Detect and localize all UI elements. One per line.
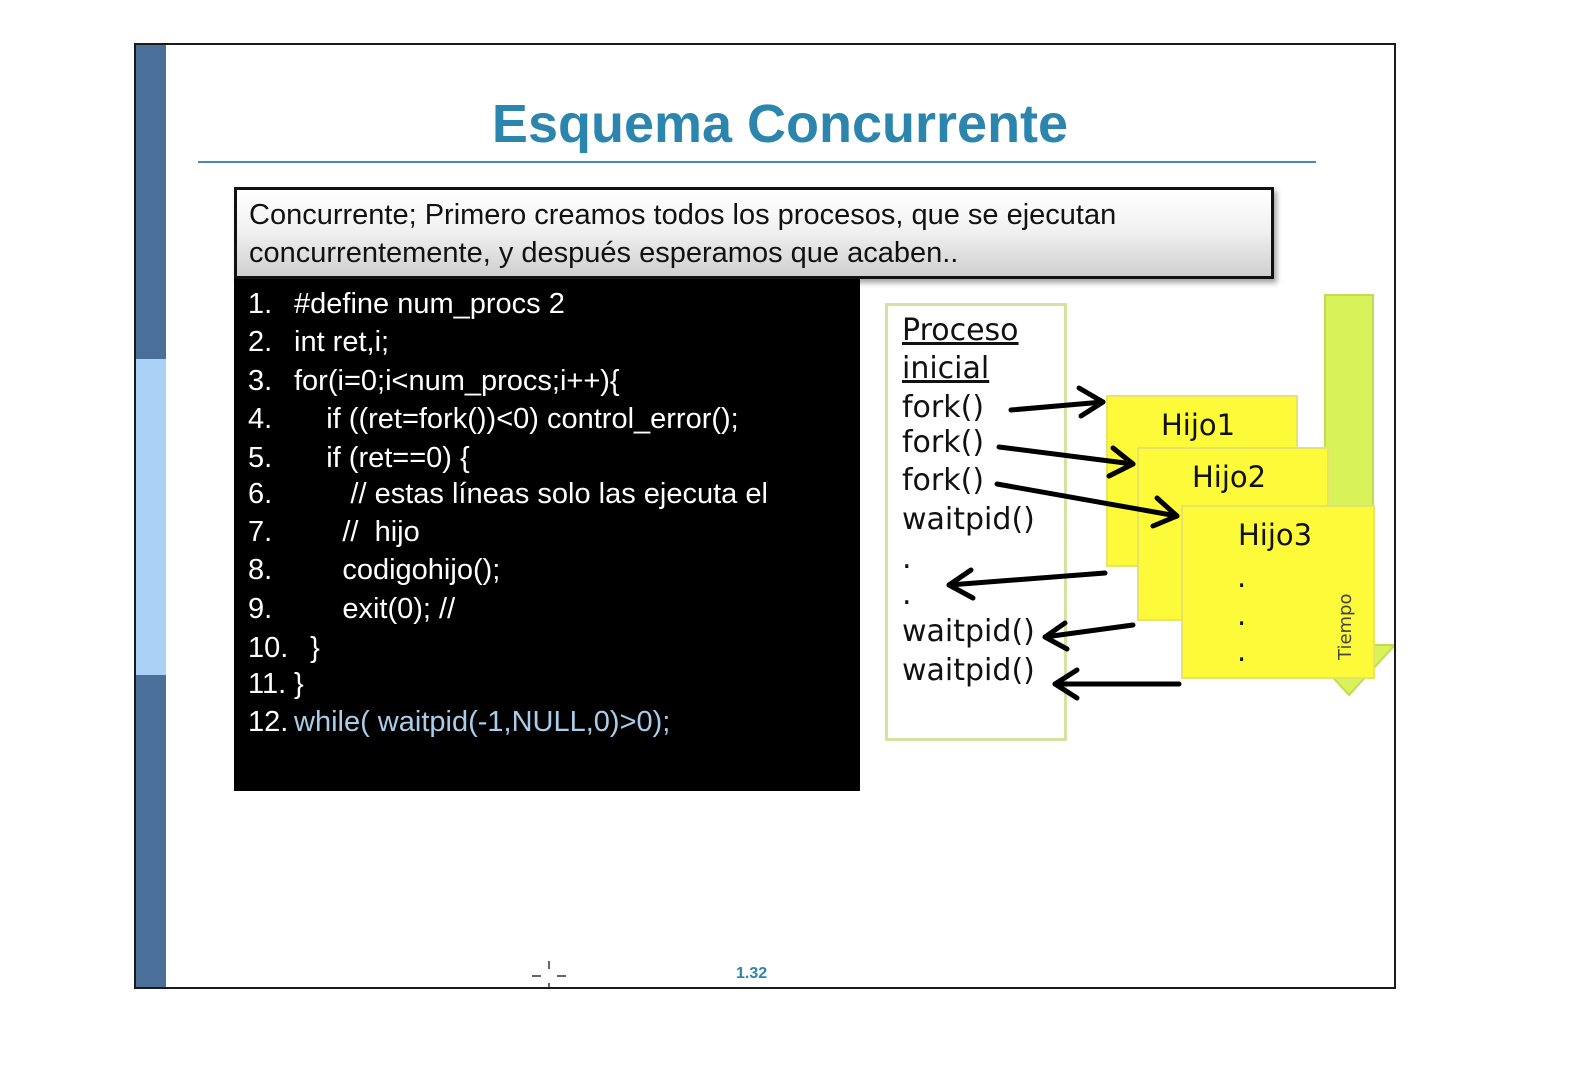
code-line-3: 3. for(i=0;i<num_procs;i++){ (248, 362, 620, 400)
step-waitpid-1: waitpid() (902, 502, 1035, 537)
child-3-dot-2: . (1237, 598, 1247, 632)
intro-line-1: Concurrente; Primero creamos todos los p… (249, 199, 1117, 231)
line-number: 6. (248, 478, 273, 510)
code-text: int ret,i; (294, 326, 390, 358)
title-divider (198, 161, 1316, 163)
child-label-3: Hijo3 (1238, 518, 1313, 552)
page-number: 1.32 (736, 965, 768, 982)
code-text: } (294, 668, 304, 700)
code-line-12: 12.while( waitpid(-1,NULL,0)>0); (248, 703, 670, 741)
code-block: 1. #define num_procs 2 2. int ret,i; 3. for… (234, 279, 860, 791)
step-waitpid-3: waitpid() (902, 653, 1035, 688)
line-number: 8. (248, 554, 273, 586)
child-box-3 (1181, 505, 1375, 679)
slide: Esquema Concurrente Concurrente; Primero… (134, 43, 1396, 989)
line-number: 9. (248, 593, 273, 625)
step-fork-1: fork() (902, 390, 985, 425)
intro-line-2: concurrentemente, y después esperamos qu… (249, 237, 959, 269)
code-line-6: 6. // estas líneas solo las ejecuta el (248, 475, 768, 513)
line-number: 2. (248, 326, 273, 358)
code-line-9: 9. exit(0); // (248, 590, 455, 628)
step-waitpid-2: waitpid() (902, 614, 1035, 649)
step-fork-2: fork() (902, 425, 985, 460)
child-3-dot-3: . (1237, 634, 1247, 668)
line-number: 3. (248, 365, 273, 397)
step-dot-2: . (902, 577, 912, 612)
line-number: 10. (248, 632, 289, 664)
child-3-dot-1: . (1237, 560, 1247, 594)
code-line-7: 7. // hijo (248, 513, 420, 551)
line-number: 1. (248, 288, 273, 320)
line-number: 11. (248, 668, 287, 700)
code-line-5: 5. if (ret==0) { (248, 439, 470, 477)
step-dot-1: . (902, 541, 912, 576)
code-text: } (294, 632, 320, 664)
arrow-fork-2 (996, 444, 1136, 479)
code-line-4: 4. if ((ret=fork())<0) control_error(); (248, 400, 739, 438)
flow-arrows (946, 385, 1182, 701)
code-line-1: 1. #define num_procs 2 (248, 285, 565, 323)
arrow-waitpid-3 (1052, 667, 1182, 701)
code-text: codigohijo(); (294, 554, 501, 586)
slide-title: Esquema Concurrente (491, 94, 1069, 154)
sidebar-accent-highlight (136, 359, 166, 675)
arrow-waitpid-2 (1042, 620, 1136, 652)
code-line-2: 2. int ret,i; (248, 323, 389, 361)
step-fork-3: fork() (902, 463, 985, 498)
line-number: 5. (248, 442, 273, 474)
arrow-fork-1 (1008, 385, 1106, 419)
intro-text-box: Concurrente; Primero creamos todos los p… (234, 187, 1274, 279)
code-text: while( waitpid(-1,NULL,0)>0); (294, 706, 671, 738)
code-line-8: 8. codigohijo(); (248, 551, 500, 589)
code-text: // estas líneas solo las ejecuta el (294, 478, 768, 510)
line-number: 4. (248, 403, 273, 435)
arrow-fork-3 (994, 481, 1180, 529)
arrow-waitpid-1 (946, 567, 1108, 601)
code-text: #define num_procs 2 (294, 288, 565, 320)
code-text: for(i=0;i<num_procs;i++){ (294, 365, 620, 397)
process-title-line-1: Proceso (902, 313, 1019, 348)
line-number: 12. (248, 706, 289, 738)
crosshair-cursor-icon (532, 961, 566, 987)
code-text: if (ret==0) { (294, 442, 470, 474)
process-title-line-2: inicial (902, 351, 990, 386)
process-diagram: Hijo1 Hijo2 Hijo3 . . . Tiempo Proceso i… (881, 290, 1394, 750)
code-text: exit(0); // (294, 593, 456, 625)
code-text: // hijo (294, 516, 420, 548)
code-line-10: 10. } (248, 629, 320, 667)
code-line-11: 11.} (248, 665, 304, 703)
child-label-1: Hijo1 (1161, 408, 1236, 442)
initial-process-box: Proceso inicial fork() fork() fork() wai… (885, 303, 1067, 741)
line-number: 7. (248, 516, 273, 548)
code-text: if ((ret=fork())<0) control_error(); (294, 403, 739, 435)
child-label-2: Hijo2 (1192, 460, 1267, 494)
